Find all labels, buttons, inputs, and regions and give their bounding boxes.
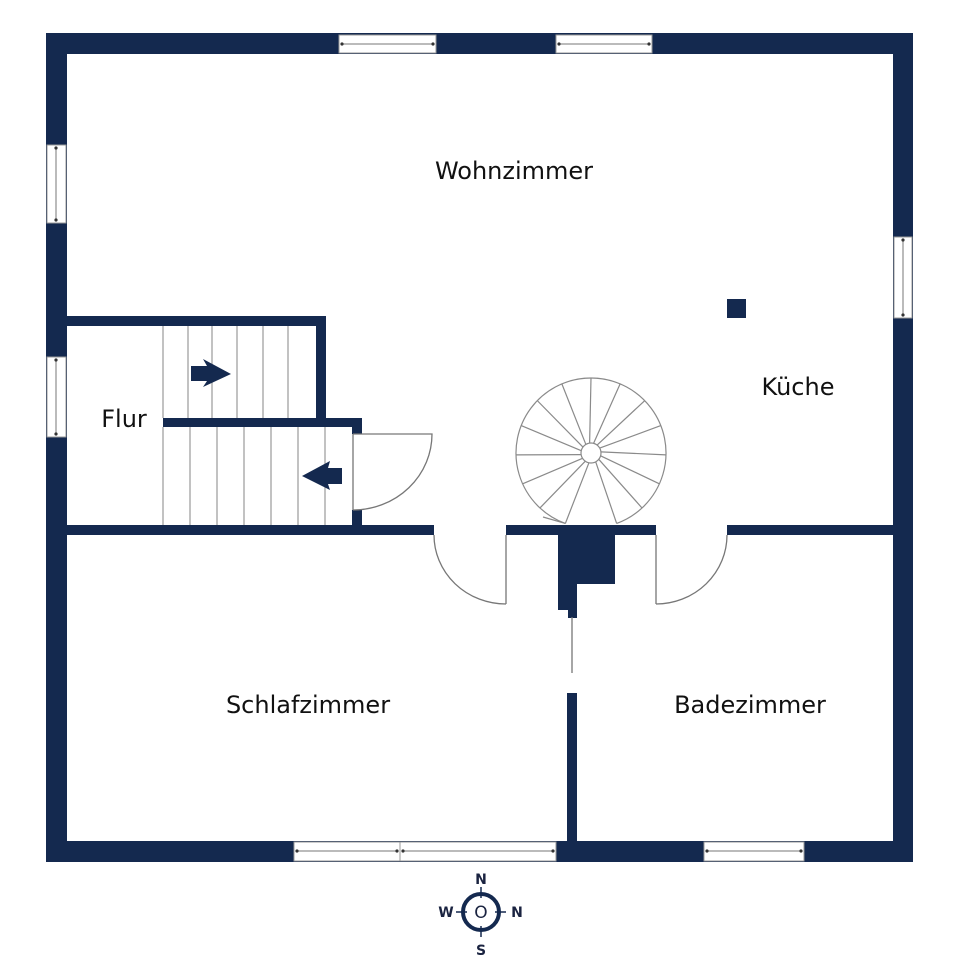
- wall-mid-center: [506, 525, 656, 535]
- wall-left: [46, 33, 67, 862]
- spiral-tread: [539, 460, 586, 509]
- spiral-edge: [542, 516, 566, 525]
- spiral-staircase: [515, 377, 667, 525]
- room-label-wohnzimmer: Wohnzimmer: [435, 157, 593, 185]
- wall-top: [46, 33, 913, 54]
- spiral-tread: [599, 425, 662, 449]
- staircase-lower: [162, 427, 326, 525]
- room-label-badezimmer: Badezimmer: [674, 691, 826, 719]
- room-label-schlafzimmer: Schlafzimmer: [226, 691, 390, 719]
- window-top-2: [555, 34, 653, 54]
- wall-right: [893, 33, 913, 862]
- pillar: [727, 299, 746, 318]
- spiral-tread: [600, 455, 660, 485]
- spiral-tread: [564, 462, 590, 524]
- wall-stair-door-jamb-bottom: [352, 510, 362, 525]
- chimney-block: [558, 535, 615, 618]
- wall-stair-door-jamb-top: [352, 418, 362, 434]
- wall-partition: [567, 693, 577, 841]
- spiral-tread: [589, 377, 592, 444]
- window-left-1: [46, 144, 67, 224]
- room-label-flur: Flur: [101, 405, 147, 433]
- compass-icon: N W O N S: [438, 872, 523, 959]
- compass-label-top: N: [475, 872, 487, 888]
- window-bottom-3: [703, 841, 805, 862]
- wall-mid-left: [67, 525, 434, 535]
- window-top-1: [338, 34, 437, 54]
- spiral-center-post: [580, 442, 602, 464]
- window-left-2: [46, 356, 67, 438]
- spiral-tread: [520, 425, 582, 452]
- window-bottom-1: [293, 841, 401, 862]
- wall-stair-top: [67, 316, 326, 326]
- compass-label-bottom: S: [476, 943, 486, 959]
- door-schlafzimmer[interactable]: [433, 534, 507, 605]
- window-bottom-2: [399, 841, 557, 862]
- spiral-tread: [596, 400, 646, 446]
- spiral-tread: [600, 451, 667, 456]
- wall-mid-right: [727, 525, 893, 535]
- compass-label-right: N: [511, 905, 523, 921]
- window-right-1: [893, 236, 913, 319]
- compass-label-left: W: [438, 905, 453, 921]
- windows: [46, 34, 913, 862]
- wall-stair-upper-right: [316, 316, 326, 418]
- spiral-tread: [536, 400, 584, 448]
- compass-label-center: O: [474, 903, 487, 923]
- wall-stair-middle: [163, 418, 362, 427]
- spiral-tread: [598, 458, 643, 509]
- interior-walls: [67, 299, 893, 841]
- room-label-kueche: Küche: [762, 373, 835, 401]
- spiral-tread: [595, 461, 618, 524]
- door-flur[interactable]: [352, 433, 433, 511]
- spiral-tread: [522, 457, 583, 485]
- doors: [352, 433, 728, 673]
- stair-arrow-left-icon: [302, 461, 342, 490]
- spiral-tread: [593, 383, 621, 444]
- stair-arrow-right-icon: [191, 359, 231, 387]
- door-badezimmer[interactable]: [655, 534, 728, 605]
- spiral-tread: [561, 383, 587, 445]
